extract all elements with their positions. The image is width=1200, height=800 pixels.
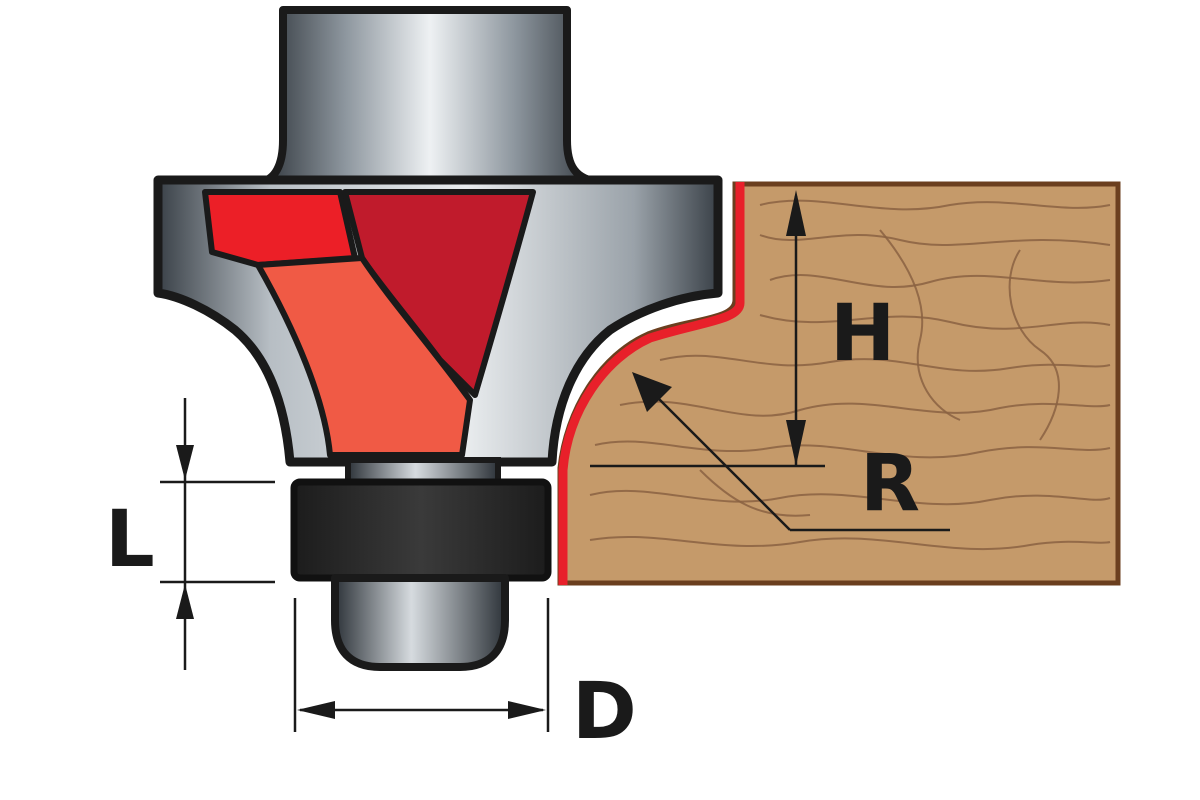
dimension-d: D xyxy=(293,598,637,757)
profile-edge xyxy=(558,182,745,585)
carbide-insert-left xyxy=(202,189,358,268)
arrow-up-icon xyxy=(786,190,806,236)
pilot-pin xyxy=(331,574,509,671)
shank xyxy=(256,6,604,186)
carbide-insert-lower xyxy=(255,255,473,458)
dimension-l: L xyxy=(105,398,275,670)
label-d: D xyxy=(572,667,637,757)
label-l: L xyxy=(105,495,155,585)
arrow-diagonal-icon xyxy=(632,372,672,412)
arrow-left-icon xyxy=(297,701,335,719)
roundover-router-bit-icon xyxy=(153,6,723,671)
label-h: H xyxy=(830,289,895,379)
arrow-down-icon xyxy=(176,445,194,480)
arrow-down-icon xyxy=(786,420,806,466)
label-r: R xyxy=(860,439,920,529)
dimension-r: R xyxy=(632,372,950,532)
arrow-right-icon xyxy=(508,701,546,719)
wood-grain xyxy=(589,199,1111,551)
arrow-up-icon xyxy=(176,584,194,619)
guide-bearing xyxy=(290,478,552,582)
dimension-h: H xyxy=(590,190,895,468)
